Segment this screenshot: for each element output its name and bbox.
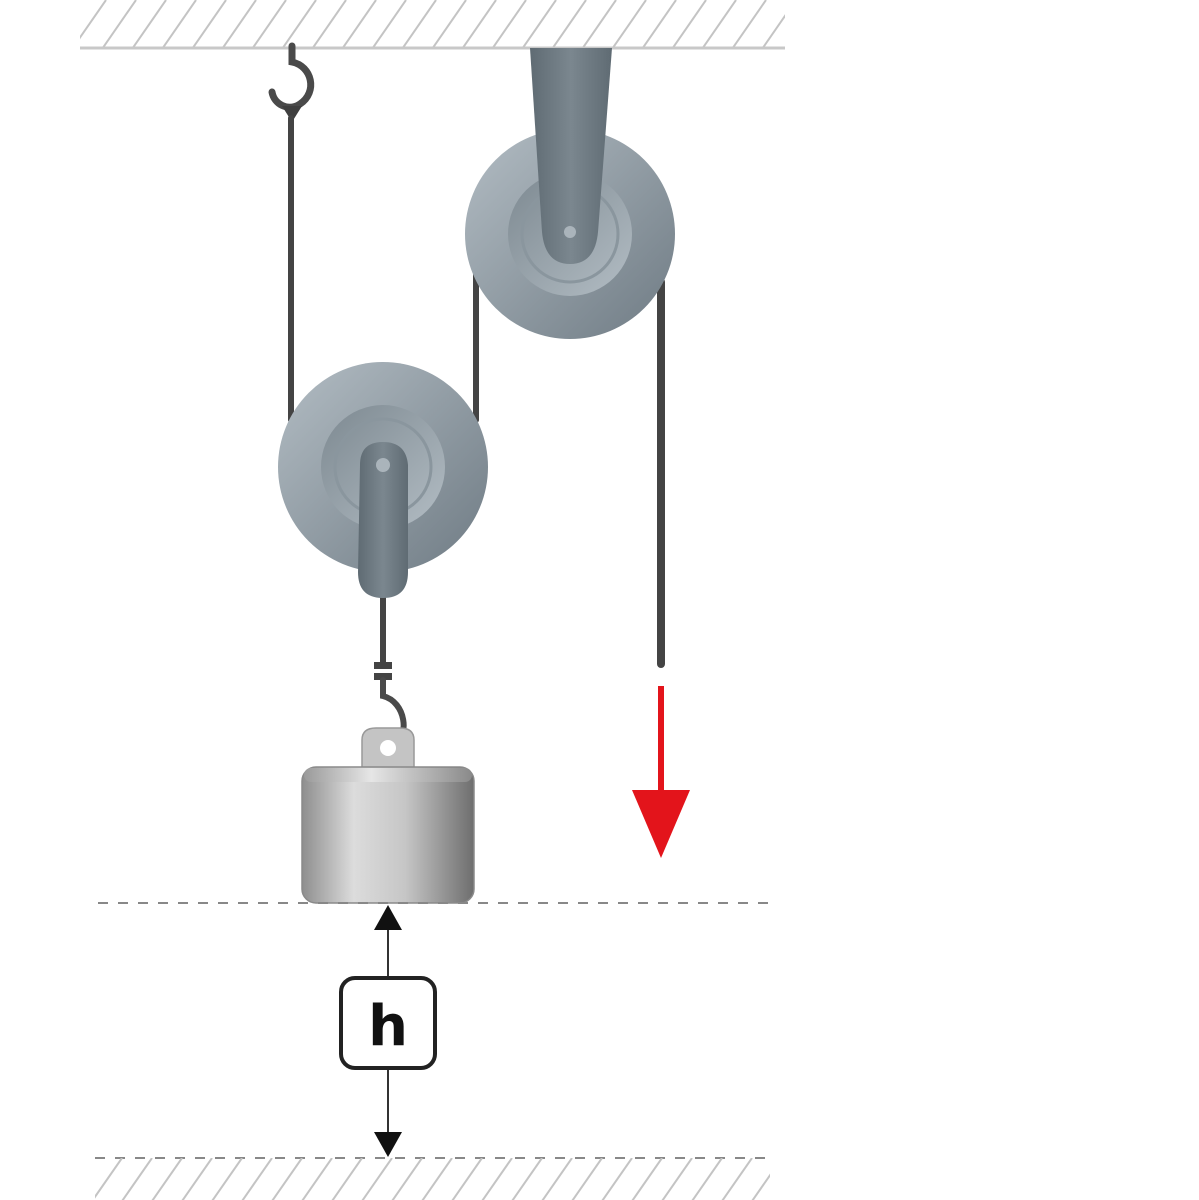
height-dimension: h xyxy=(339,905,437,1157)
ceiling-hook xyxy=(268,42,315,122)
height-label: h xyxy=(368,994,408,1059)
rope xyxy=(288,115,665,668)
fixed-pulley-bracket xyxy=(530,48,612,264)
hatched-floor-icon xyxy=(95,1158,770,1200)
hatched-ceiling-icon xyxy=(80,0,785,48)
movable-pulley-bracket xyxy=(358,442,408,598)
ceiling xyxy=(80,0,785,50)
weight xyxy=(301,727,475,904)
pull-force-arrow xyxy=(632,686,690,858)
height-label-box xyxy=(339,976,437,1070)
fixed-pulley xyxy=(465,48,675,339)
down-arrow-icon xyxy=(374,1132,402,1157)
weight-icon xyxy=(301,766,475,904)
down-arrow-icon xyxy=(632,790,690,858)
hook-icon xyxy=(268,42,315,111)
reference-lines xyxy=(95,902,770,1159)
up-arrow-icon xyxy=(374,905,402,930)
movable-pulley xyxy=(278,362,488,598)
